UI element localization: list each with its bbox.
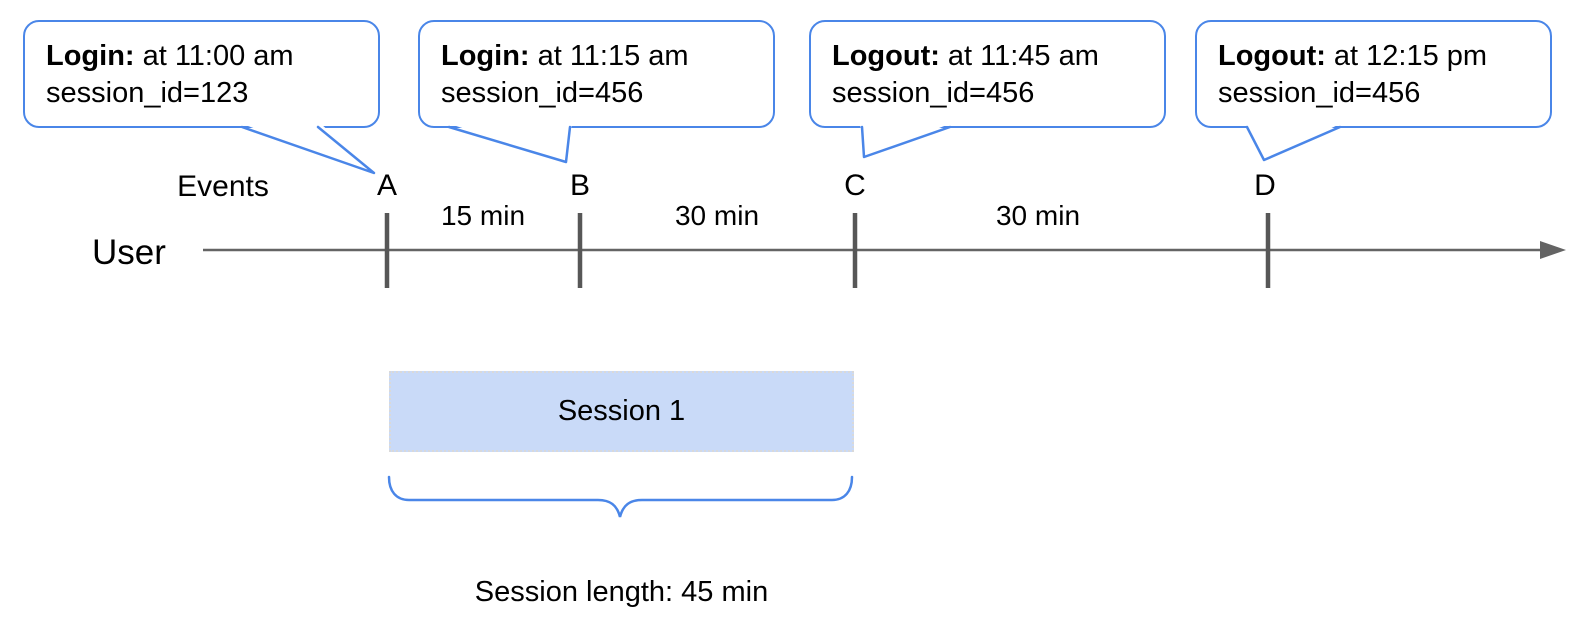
callout-tail-d-fill xyxy=(1245,123,1342,160)
callout-event-type: Login: xyxy=(46,40,135,72)
session-bar: Session 1 xyxy=(389,371,854,452)
event-marker-d: D xyxy=(1254,169,1276,202)
callout-session-id: session_id=456 xyxy=(441,77,644,109)
callout-tail-b xyxy=(447,123,572,164)
event-marker-c: C xyxy=(844,169,866,202)
callout-time: at 11:15 am xyxy=(537,40,689,72)
interval-label-ab: 15 min xyxy=(440,200,526,231)
callout-tail-b-edge xyxy=(447,125,572,164)
callout-tail-d-edge xyxy=(1245,125,1342,162)
callout-event-type: Logout: xyxy=(1218,40,1326,72)
callout-tail-d xyxy=(1245,123,1342,162)
timeline-arrowhead-icon xyxy=(1540,241,1566,259)
callout-event-b: Login:at 11:15 am session_id=456 xyxy=(418,20,775,128)
callout-session-id: session_id=456 xyxy=(832,77,1035,109)
callout-tail-a xyxy=(240,123,376,175)
callout-tail-c-fill xyxy=(860,123,952,157)
callout-event-a: Login:at 11:00 am session_id=123 xyxy=(23,20,380,128)
event-marker-b: B xyxy=(569,169,591,202)
callout-time: at 11:45 am xyxy=(947,40,1099,72)
callout-tail-b-fill xyxy=(447,123,572,162)
callout-time: at 12:15 pm xyxy=(1333,40,1488,72)
callout-line-time: Logout:at 12:15 pm xyxy=(1218,38,1542,75)
callout-event-type: Logout: xyxy=(832,40,940,72)
callout-line-time: Login:at 11:15 am xyxy=(441,38,765,75)
timeline-arrow xyxy=(203,241,1566,259)
callout-tail-c xyxy=(860,123,952,159)
interval-label-bc: 30 min xyxy=(674,200,760,231)
callout-time: at 11:00 am xyxy=(142,40,294,72)
callout-line-time: Logout:at 11:45 am xyxy=(832,38,1156,75)
callout-event-type: Login: xyxy=(441,40,530,72)
callout-session-id: session_id=456 xyxy=(1218,77,1421,109)
callout-tail-a-edge xyxy=(240,125,376,175)
session-length-label: Session length: 45 min xyxy=(474,576,769,608)
session-brace xyxy=(387,475,854,518)
interval-label-cd: 30 min xyxy=(995,200,1081,231)
user-row-label: User xyxy=(92,233,166,272)
callout-tail-a-fill xyxy=(240,123,374,173)
callout-tail-c-edge xyxy=(860,125,952,159)
callout-session-id: session_id=123 xyxy=(46,77,249,109)
callout-event-c: Logout:at 11:45 am session_id=456 xyxy=(809,20,1166,128)
callout-line-time: Login:at 11:00 am xyxy=(46,38,370,75)
event-marker-a: A xyxy=(376,169,398,202)
session-bar-label: Session 1 xyxy=(557,395,686,427)
events-axis-label: Events xyxy=(177,170,269,203)
callout-event-d: Logout:at 12:15 pm session_id=456 xyxy=(1195,20,1552,128)
